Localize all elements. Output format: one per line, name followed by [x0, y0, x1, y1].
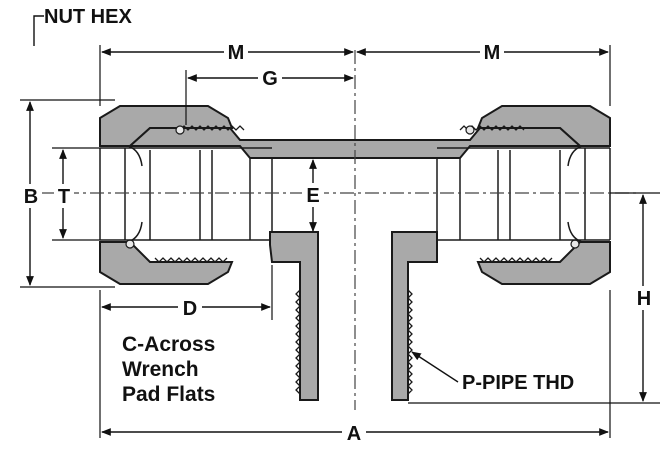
m-right-label: M	[484, 42, 501, 64]
wrench-note-line-3: Pad Flats	[122, 383, 215, 406]
wrench-note-line-1: C-Across	[122, 333, 215, 356]
centerlines	[40, 50, 640, 410]
d-label: D	[183, 298, 197, 320]
wrench-note-line-2: Wrench	[122, 358, 199, 381]
e-label: E	[306, 185, 319, 207]
p-pipe-leader	[411, 351, 459, 383]
g-label: G	[262, 68, 278, 90]
left-tube-bore	[99, 145, 273, 243]
b-label: B	[24, 186, 38, 208]
h-label: H	[637, 288, 651, 310]
pipe-thread-label: P-PIPE THD	[462, 372, 574, 394]
extension-lines	[20, 45, 660, 438]
m-left-label: M	[228, 42, 245, 64]
right-tube-bore	[436, 145, 611, 243]
tube-inner-lines	[100, 147, 610, 241]
right-nut-bottom	[476, 241, 611, 285]
right-pipe-leg	[391, 231, 438, 401]
nut-hex-label: NUT HEX	[44, 6, 132, 28]
ferrule-details	[125, 125, 580, 249]
nut-hex-leader	[33, 15, 44, 46]
wrench-pad-note: C-Across Wrench Pad Flats	[122, 333, 215, 406]
a-label: A	[347, 423, 361, 445]
left-nut-top	[99, 105, 234, 147]
label-backdrops	[20, 40, 656, 445]
left-pipe-leg	[269, 231, 319, 401]
dimension-labels: NUT HEX M M G B T E D H A	[24, 6, 651, 445]
left-nut-bottom	[99, 241, 234, 285]
bottom-threads	[154, 257, 553, 263]
t-label: T	[58, 186, 70, 208]
